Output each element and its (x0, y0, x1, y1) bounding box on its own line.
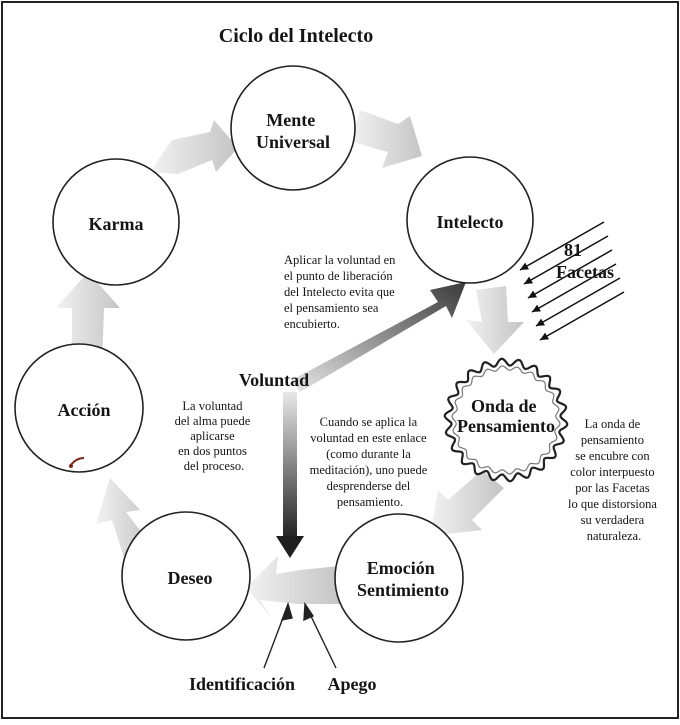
faceta-line (539, 291, 625, 341)
note-intelecto-line: encubierto. (284, 317, 340, 331)
node-mente-universal (230, 65, 356, 191)
label-deseo: Deseo (168, 568, 213, 588)
faceta-line (523, 235, 609, 285)
note-intelecto-line: el punto de liberación (284, 269, 393, 283)
faceta-line (531, 263, 617, 313)
label-accion: Acción (58, 400, 111, 420)
node-onda-de-pensamiento (443, 357, 569, 483)
label-karma: Karma (89, 214, 144, 234)
label-emocion-line2: Sentimiento (357, 580, 449, 600)
accion-mark (69, 457, 85, 468)
arrow-emocion-to-deseo (246, 556, 342, 618)
note-alma-line: aplicarse (190, 429, 235, 443)
label-intelecto-line1: Intelecto (437, 212, 504, 232)
note-alma-line: del proceso. (184, 459, 244, 473)
label-voluntad: Voluntad (239, 370, 309, 390)
label-facetas-word: Facetas (556, 262, 614, 282)
node-deseo (121, 511, 251, 641)
note-intelecto-line: el pensamiento sea (284, 301, 379, 315)
label-apego: Apego (328, 674, 377, 694)
note-onda-line: naturaleza. (587, 529, 641, 543)
note-onda-line: color interpuesto (570, 465, 654, 479)
note-onda: La onda de pensamiento se encubre con co… (568, 417, 660, 543)
label-identificacion: Identificación (189, 674, 295, 694)
label-mente: Mente Universal (256, 110, 330, 152)
diagram-title: Ciclo del Intelecto (219, 25, 373, 47)
label-onda-line1: Onda de (471, 396, 537, 416)
note-alma-line: en dos puntos (178, 444, 247, 458)
faceta-arrowhead (528, 290, 537, 298)
note-onda-line: su verdadera (581, 513, 645, 527)
arrow-accion-to-karma (56, 272, 120, 366)
note-onda-line: La onda de (585, 417, 641, 431)
arrow-onda-to-emocion (430, 470, 504, 536)
note-meditacion-line: Cuando se aplica la (320, 415, 418, 429)
node-intelecto (406, 156, 534, 284)
facetas-lines (519, 221, 625, 341)
note-intelecto: Aplicar la voluntad en el punto de liber… (284, 253, 399, 331)
note-onda-line: por las Facetas (575, 481, 649, 495)
note-alma-line: La voluntad (182, 399, 243, 413)
label-facetas-number: 81 (564, 240, 582, 260)
cycle-nodes (14, 65, 534, 643)
label-accion-line1: Acción (58, 400, 111, 420)
node-karma (52, 158, 180, 286)
faceta-arrowhead (536, 318, 545, 326)
onda-inner-ring (451, 365, 561, 475)
label-onda-line2: Pensamiento (457, 416, 555, 436)
faceta-line (527, 249, 613, 299)
voluntad-down-arrow (276, 392, 304, 558)
faceta-arrowhead (540, 332, 549, 340)
identificacion-arrow (263, 601, 293, 669)
arrow-intelecto-to-onda (466, 286, 524, 354)
node-accion (14, 343, 144, 473)
label-karma-line1: Karma (89, 214, 144, 234)
cycle-arrows (56, 110, 524, 618)
note-meditacion-line: voluntad en este enlace (310, 431, 427, 445)
note-onda-line: se encubre con (575, 449, 650, 463)
label-emocion: Emoción Sentimiento (357, 558, 449, 600)
label-onda: Onda de Pensamiento (457, 396, 555, 436)
label-deseo-line1: Deseo (168, 568, 213, 588)
faceta-arrowhead (520, 262, 529, 270)
faceta-line (519, 221, 605, 271)
label-mente-line2: Universal (256, 132, 330, 152)
label-mente-line1: Mente (266, 110, 315, 130)
arrow-karma-to-mente (150, 120, 238, 174)
apego-arrow (303, 601, 337, 669)
note-onda-line: lo que distorsiona (568, 497, 657, 511)
faceta-arrowhead (524, 276, 533, 284)
note-meditacion-line: (como durante la (326, 447, 411, 461)
note-meditacion-line: meditación), uno puede (310, 463, 428, 477)
node-emocion-sentimiento (334, 513, 464, 643)
note-onda-line: pensamiento (581, 433, 644, 447)
faceta-arrowhead (532, 304, 541, 312)
note-intelecto-line: Aplicar la voluntad en (284, 253, 396, 267)
faceta-line (535, 277, 621, 327)
note-meditacion-line: desprenderse del (327, 479, 411, 493)
note-alma-line: del alma puede (175, 414, 251, 428)
note-alma: La voluntad del alma puede aplicarse en … (175, 399, 254, 473)
note-meditacion: Cuando se aplica la voluntad en este enl… (310, 415, 431, 509)
arrow-mente-to-intelecto (352, 110, 422, 168)
label-emocion-line1: Emoción (367, 558, 435, 578)
label-facetas: 81 Facetas (556, 240, 614, 282)
note-meditacion-line: pensamiento. (337, 495, 403, 509)
label-intelecto: Intelecto (437, 212, 504, 232)
note-intelecto-line: del Intelecto evita que (284, 285, 395, 299)
voluntad-arrow (292, 282, 466, 392)
